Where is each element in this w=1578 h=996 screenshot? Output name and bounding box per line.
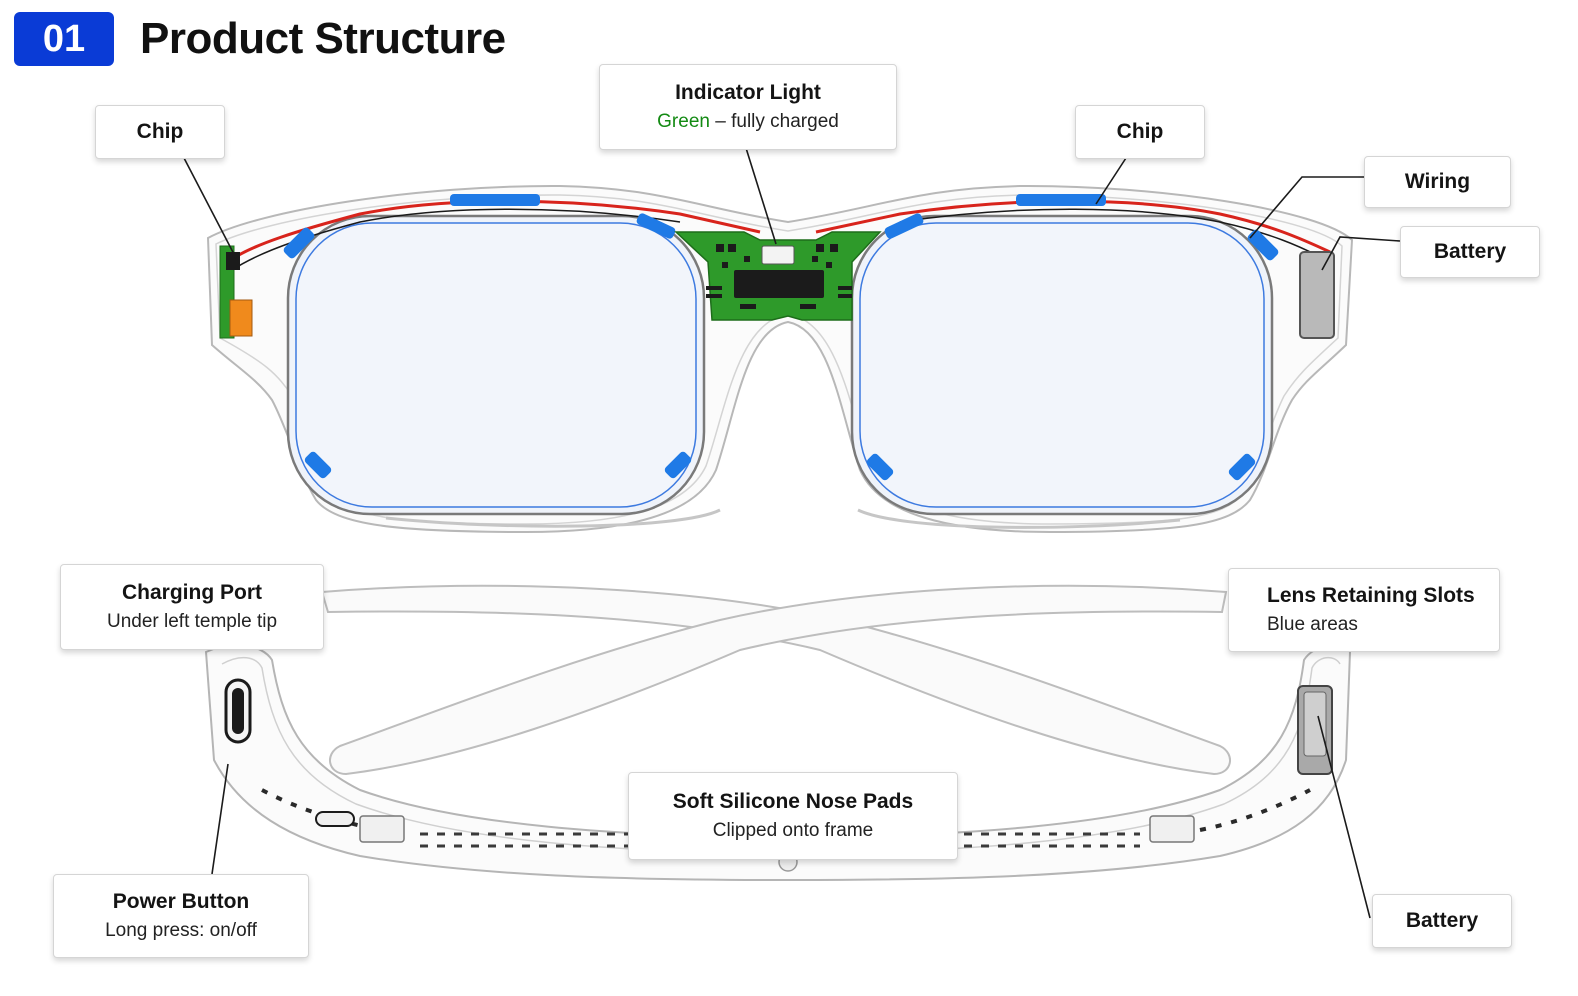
right-lens-inner <box>860 223 1264 507</box>
glasses-front-view <box>208 186 1352 532</box>
callout-battery-bottom: Battery <box>1372 894 1512 948</box>
center-chip <box>734 270 824 298</box>
page-header: 01 Product Structure <box>14 12 506 66</box>
callout-title: Battery <box>1406 909 1478 933</box>
page-title: Product Structure <box>140 14 506 64</box>
callout-title: Indicator Light <box>675 81 821 105</box>
callout-subtitle: Long press: on/off <box>105 920 257 942</box>
right-battery <box>1300 252 1334 338</box>
callout-title: Battery <box>1434 240 1506 264</box>
callout-chip-left: Chip <box>95 105 225 159</box>
callout-indicator-light: Indicator Light Green – fully charged <box>599 64 897 150</box>
right-hinge-block <box>1150 816 1194 842</box>
callout-battery-top: Battery <box>1400 226 1540 278</box>
callout-charging-port: Charging Port Under left temple tip <box>60 564 324 650</box>
callout-title: Chip <box>1117 120 1164 144</box>
indicator-led <box>762 246 794 264</box>
left-hinge-slot <box>316 812 354 826</box>
power-button-core <box>232 688 244 734</box>
callout-power-button: Power Button Long press: on/off <box>53 874 309 958</box>
callout-chip-right: Chip <box>1075 105 1205 159</box>
back-battery-window <box>1304 692 1326 756</box>
status-rest: – fully charged <box>710 111 839 132</box>
callout-subtitle: Green – fully charged <box>657 111 839 133</box>
callout-subtitle: Clipped onto frame <box>713 820 874 842</box>
status-green-word: Green <box>657 111 710 132</box>
callout-nose-pads: Soft Silicone Nose Pads Clipped onto fra… <box>628 772 958 860</box>
callout-title: Wiring <box>1405 170 1470 194</box>
callout-title: Power Button <box>113 890 250 914</box>
callout-wiring: Wiring <box>1364 156 1511 208</box>
callout-title: Lens Retaining Slots <box>1267 584 1475 608</box>
left-chip <box>226 252 240 270</box>
left-orange-component <box>230 300 252 336</box>
callout-lens-retaining-slots: Lens Retaining Slots Blue areas <box>1228 568 1500 652</box>
callout-title: Soft Silicone Nose Pads <box>673 790 913 814</box>
section-number-badge: 01 <box>14 12 114 66</box>
left-hinge-block <box>360 816 404 842</box>
left-lens-inner <box>296 223 696 507</box>
callout-title: Chip <box>137 120 184 144</box>
callout-title: Charging Port <box>122 581 262 605</box>
callout-subtitle: Blue areas <box>1267 614 1358 636</box>
callout-subtitle: Under left temple tip <box>107 611 277 633</box>
